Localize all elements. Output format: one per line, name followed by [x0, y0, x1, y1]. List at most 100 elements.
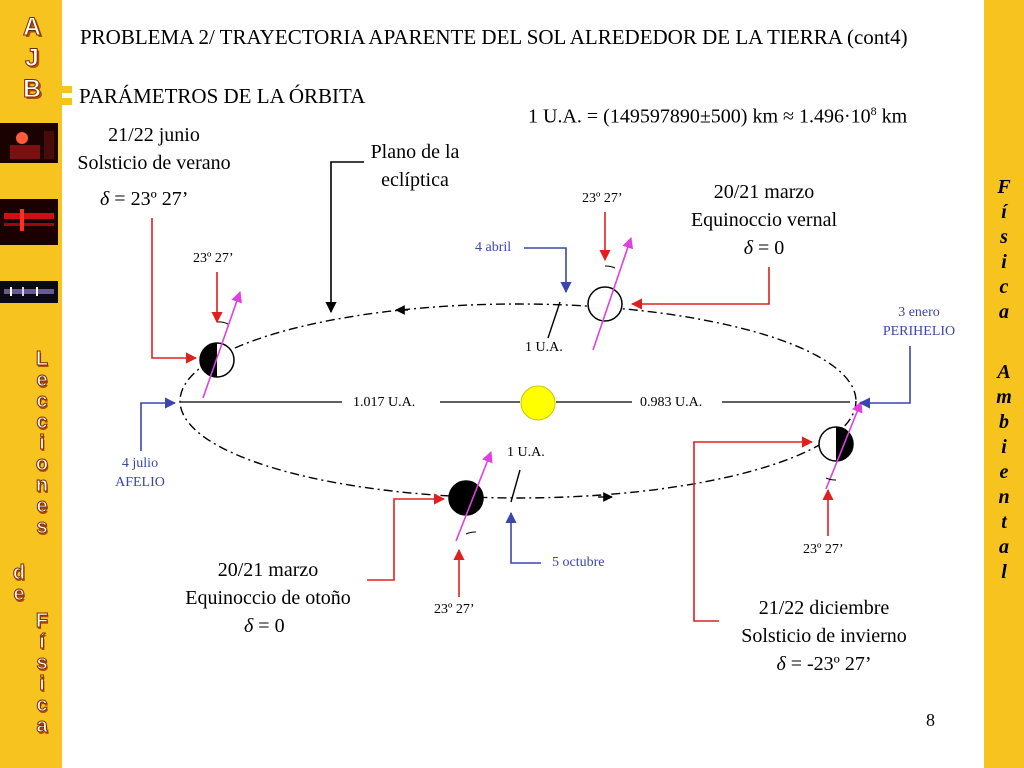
- april-connector-arrow: [524, 247, 572, 294]
- vertical-letter: e: [13, 583, 25, 605]
- vertical-letter: o: [35, 453, 49, 475]
- winter-date: 21/22 diciembre: [758, 597, 890, 619]
- summer-solstice-label: 21/22 junio Solsticio de verano δ = 23º …: [64, 121, 244, 213]
- distance-top-label: 1 U.A.: [525, 340, 563, 355]
- vertical-letter: c: [36, 390, 48, 412]
- aphelion-text: AFELIO: [115, 475, 165, 490]
- spring-delta-value: = 0: [753, 237, 785, 259]
- autumn-equinox-label: 20/21 marzo Equinoccio de otoño δ = 0: [170, 556, 366, 640]
- lamp-image: [0, 123, 58, 163]
- vertical-letter: a: [999, 301, 1009, 323]
- au-unit: km: [876, 105, 908, 128]
- vertical-letter: A: [997, 361, 1011, 383]
- vertical-letter: a: [999, 536, 1009, 558]
- vertical-letter: i: [39, 673, 45, 695]
- ajb-logo: A J B: [14, 12, 50, 105]
- vertical-letter: i: [39, 432, 45, 454]
- october-connector-arrow: [505, 511, 541, 564]
- winter-declination: δ = -23º 27’: [724, 650, 924, 678]
- spring-name: Equinoccio vernal: [690, 209, 838, 231]
- page-title: PROBLEMA 2/ TRAYECTORIA APARENTE DEL SOL…: [80, 25, 908, 49]
- winter-delta-value: = -23º 27’: [785, 653, 872, 675]
- perihelion-connector-arrow: [858, 346, 911, 409]
- autumn-name: Equinoccio de otoño: [185, 587, 351, 609]
- vertical-letter: m: [996, 386, 1012, 408]
- spring-date: 20/21 marzo: [713, 181, 815, 203]
- de-vertical: d e: [4, 562, 34, 605]
- aphelion-connector-arrow: [140, 397, 177, 451]
- perihelion-date: 3 enero: [898, 305, 940, 320]
- logo-letter: J: [25, 44, 40, 73]
- earth-spring: [587, 236, 634, 351]
- perihelion-label: 3 enero PERIHELIO: [869, 303, 969, 341]
- earth-winter: [818, 400, 863, 490]
- summer-declination: δ = 23º 27’: [64, 185, 244, 213]
- earth-autumn: [448, 450, 493, 542]
- vertical-letter: L: [35, 348, 49, 370]
- summer-name: Solsticio de verano: [77, 152, 231, 174]
- winter-solstice-label: 21/22 diciembre Solsticio de invierno δ …: [724, 594, 924, 678]
- thumbnail-lines-image: [0, 281, 58, 303]
- logo-letter: A: [22, 13, 42, 42]
- april-label: 4 abril: [475, 240, 512, 255]
- delta-symbol: δ: [100, 188, 110, 210]
- summer-connector-arrow: [151, 218, 198, 364]
- winter-connector-arrow: [693, 436, 814, 622]
- fisica-vertical-left: F í s i c a: [26, 610, 58, 737]
- autumn-connector-arrow: [367, 493, 446, 581]
- distance-bottom-label: 1 U.A.: [507, 445, 545, 460]
- vertical-letter: í: [1001, 201, 1007, 223]
- vertical-letter: l: [1001, 561, 1007, 583]
- ambiental-vertical: A m b i e n t a l: [988, 360, 1020, 585]
- delta-symbol: δ: [244, 615, 254, 637]
- vertical-letter: F: [997, 176, 1011, 198]
- delta-symbol: δ: [743, 237, 753, 259]
- distance-right-label: 0.983 U.A.: [640, 395, 703, 410]
- winter-name: Solsticio de invierno: [741, 625, 907, 647]
- tilt-label-autumn: 23º 27’: [434, 602, 475, 617]
- thumbnail-spectrum-image: [0, 199, 58, 245]
- tilt-label-winter: 23º 27’: [803, 542, 844, 557]
- aphelion-date: 4 julio: [121, 456, 159, 471]
- vertical-letter: c: [36, 411, 48, 433]
- autumn-declination: δ = 0: [170, 612, 366, 640]
- vertical-letter: n: [35, 474, 49, 496]
- october-label: 5 octubre: [552, 555, 605, 570]
- vertical-letter: d: [12, 562, 26, 584]
- logo-letter: B: [22, 75, 42, 104]
- sun-earth-line: [510, 469, 521, 503]
- vertical-letter: i: [1001, 436, 1007, 458]
- vertical-letter: e: [36, 369, 48, 391]
- autumn-date: 20/21 marzo: [217, 559, 319, 581]
- aphelion-label: 4 julio AFELIO: [100, 454, 180, 492]
- au-definition-text: 1 U.A. = (149597890±500) km ≈ 1.496·10: [528, 105, 871, 128]
- vertical-letter: c: [36, 694, 48, 716]
- vertical-letter: i: [1001, 251, 1007, 273]
- orbit-ellipse: [179, 303, 857, 499]
- lecciones-vertical: L e c c i o n e s: [26, 348, 58, 538]
- au-exponent: 8: [870, 104, 877, 118]
- delta-symbol: δ: [776, 653, 786, 675]
- spectrum-image: [0, 199, 58, 245]
- ecliptic-connector-arrow: [325, 161, 364, 314]
- summer-delta-value: = 23º 27’: [109, 188, 189, 210]
- section-subtitle: PARÁMETROS DE LA ÓRBITA: [79, 84, 366, 108]
- tilt-label-summer: 23º 27’: [193, 251, 234, 266]
- vertical-letter: t: [1001, 511, 1007, 533]
- ecliptic-line1: Plano de la: [370, 141, 460, 163]
- autumn-delta-value: = 0: [253, 615, 285, 637]
- vertical-letter: í: [39, 631, 45, 653]
- vertical-letter: e: [999, 461, 1009, 483]
- vertical-letter: a: [36, 715, 48, 737]
- vertical-letter: F: [35, 610, 49, 632]
- vertical-letter: b: [999, 411, 1009, 433]
- distance-left-label: 1.017 U.A.: [353, 395, 416, 410]
- vertical-letter: s: [1000, 226, 1008, 248]
- spring-declination: δ = 0: [674, 234, 854, 262]
- fisica-vertical-right: F í s i c a: [988, 175, 1020, 325]
- vertical-letter: s: [36, 516, 48, 538]
- spring-connector-arrow: [630, 267, 770, 310]
- vertical-letter: s: [36, 652, 48, 674]
- right-sidebar: [984, 0, 1024, 768]
- vertical-letter: e: [36, 495, 48, 517]
